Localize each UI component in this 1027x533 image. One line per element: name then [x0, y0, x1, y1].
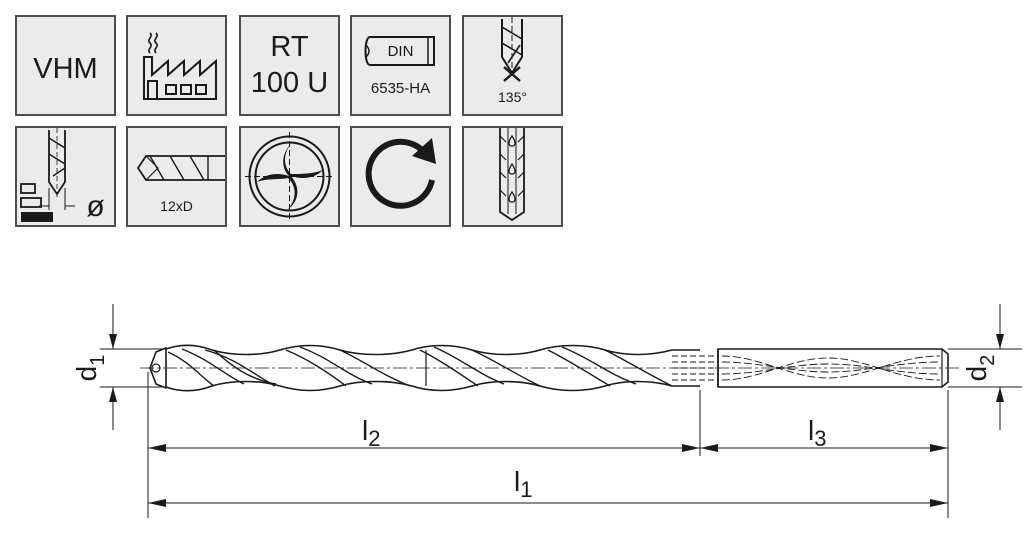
dim-label-d2: d2	[961, 355, 999, 382]
factory-icon	[143, 32, 217, 100]
length-label: 12xD	[160, 198, 193, 214]
dimension-lines	[100, 304, 1022, 518]
icon-tile-rotation	[350, 126, 451, 227]
tolerance-symbol: ø	[86, 190, 105, 223]
icon-tile-point-angle: 135°	[462, 15, 563, 116]
coating-line2: 100 U	[250, 67, 329, 99]
drill-body	[140, 344, 960, 392]
din-shank-icon	[364, 36, 435, 66]
icon-tile-coating: RT 100 U	[239, 15, 340, 116]
icon-tile-production	[126, 15, 227, 116]
icon-tile-material: VHM	[15, 15, 116, 116]
din-label: DIN	[387, 43, 414, 60]
point-angle-label: 135°	[498, 89, 527, 105]
din-norm-label: 6535-HA	[370, 80, 431, 97]
icon-tile-cross-section	[239, 126, 340, 227]
icon-tile-coolant	[462, 126, 563, 227]
internal-coolant-icon	[499, 128, 525, 222]
drill-cross-section-icon	[245, 132, 334, 221]
material-label: VHM	[33, 53, 98, 85]
dim-label-l1: l1	[514, 466, 532, 502]
dim-label-l2: l2	[362, 415, 380, 451]
diameter-tolerance-icon	[20, 128, 75, 222]
icon-tile-standard: DIN 6535-HA	[350, 15, 451, 116]
dimension-arrows	[109, 334, 1004, 507]
dim-label-d1: d1	[71, 355, 109, 382]
icon-tile-tolerance: ø	[15, 126, 116, 227]
clockwise-rotation-icon	[365, 138, 436, 209]
drill-length-icon	[136, 155, 225, 181]
dim-label-l3: l3	[808, 415, 826, 451]
coating-line1: RT	[270, 31, 309, 63]
drill-point-icon	[501, 17, 523, 82]
icon-tile-length: 12xD	[126, 126, 227, 227]
